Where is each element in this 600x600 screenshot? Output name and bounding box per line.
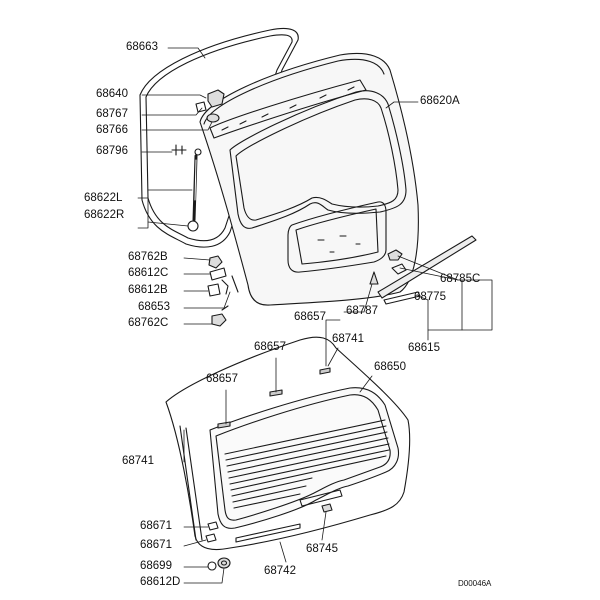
molding-68615 xyxy=(377,235,477,299)
callout-68622l: 68622L xyxy=(84,192,123,204)
callout-68796: 68796 xyxy=(96,145,128,157)
clip-68787 xyxy=(369,271,379,285)
clip-68612d xyxy=(217,557,231,569)
callout-68663: 68663 xyxy=(126,41,158,53)
pads-68657 xyxy=(217,367,331,429)
callout-68612b: 68612B xyxy=(128,284,168,296)
callout-68785c: 68785C xyxy=(440,273,481,285)
callout-68640: 68640 xyxy=(96,88,128,100)
callout-68745: 68745 xyxy=(306,543,338,555)
bumper-68762b xyxy=(208,255,223,269)
callout-68622r: 68622R xyxy=(84,209,125,221)
callout-68766: 68766 xyxy=(96,124,128,136)
callout-68775: 68775 xyxy=(414,291,446,303)
grommet-68699 xyxy=(207,561,217,571)
callout-68620a: 68620A xyxy=(420,95,460,107)
callout-68787: 68787 xyxy=(346,305,378,317)
callout-68767: 68767 xyxy=(96,108,128,120)
back-glass-68650 xyxy=(209,387,400,529)
callout-68741-right: 68741 xyxy=(332,333,364,345)
callout-68612d: 68612D xyxy=(140,576,181,588)
callout-68742: 68742 xyxy=(264,565,296,577)
callout-68653: 68653 xyxy=(138,301,170,313)
bracket-68612c xyxy=(209,267,227,281)
callout-68657-left: 68657 xyxy=(206,373,238,385)
callout-68615: 68615 xyxy=(408,342,440,354)
leader-lines xyxy=(137,47,493,584)
callout-68650: 68650 xyxy=(374,361,406,373)
damper-68796 xyxy=(171,144,202,156)
clip-68612b xyxy=(207,275,239,297)
callout-68699: 68699 xyxy=(140,560,172,572)
callout-68657-top: 68657 xyxy=(294,311,326,323)
callout-68762c: 68762C xyxy=(128,317,169,329)
callout-68671-bottom: 68671 xyxy=(140,539,172,551)
moulding-68775 xyxy=(383,291,421,305)
callout-68762b: 68762B xyxy=(128,251,168,263)
lower-trim-panel xyxy=(165,336,411,551)
garnish-68742 xyxy=(235,523,301,543)
grommet-68766 xyxy=(206,113,220,123)
bolt-68762c xyxy=(211,305,229,327)
spacer-68671 xyxy=(205,521,219,543)
callout-68612c: 68612C xyxy=(128,267,169,279)
tailgate-panel-68620a xyxy=(199,52,419,306)
callout-68741-left: 68741 xyxy=(122,455,154,467)
drawing-code: D00046A xyxy=(458,579,492,588)
callout-68671-top: 68671 xyxy=(140,520,172,532)
stopper-68745 xyxy=(321,503,333,513)
rear-wiper-motor-68640 xyxy=(195,89,225,113)
weatherstrip-68663 xyxy=(139,27,299,248)
callout-68657-mid: 68657 xyxy=(254,341,286,353)
